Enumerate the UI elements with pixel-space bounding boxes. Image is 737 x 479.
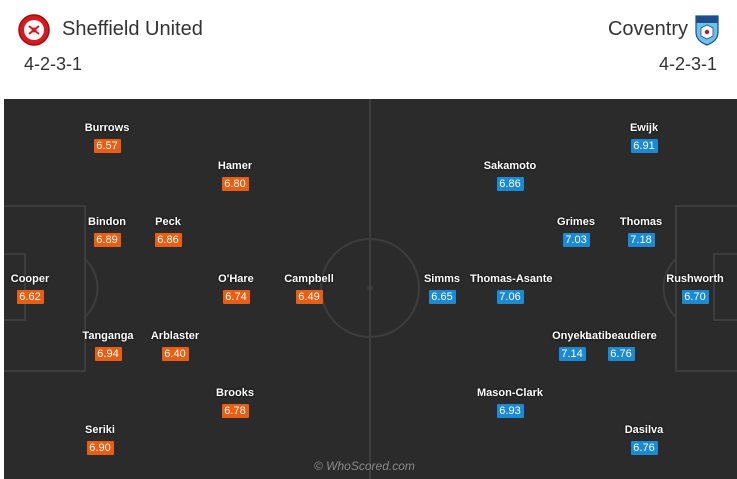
player-rating-badge: 6.86 xyxy=(154,233,182,247)
home-player-bindon[interactable]: Bindon 6.89 xyxy=(67,216,147,248)
home-player-seriki[interactable]: Seriki 6.90 xyxy=(60,424,140,456)
away-player-dasilva[interactable]: Dasilva 6.76 xyxy=(604,424,684,456)
player-rating-badge: 6.90 xyxy=(86,441,114,455)
player-rating-badge: 6.70 xyxy=(681,290,709,304)
player-rating-badge: 6.65 xyxy=(428,290,456,304)
player-name: Thomas-Asante xyxy=(470,273,553,285)
player-rating-badge: 6.94 xyxy=(94,347,122,361)
coventry-crest-icon xyxy=(695,15,719,46)
away-player-mason-clark[interactable]: Mason-Clark 6.93 xyxy=(470,387,550,419)
player-rating-badge: 6.57 xyxy=(93,139,121,153)
player-name: Dasilva xyxy=(624,424,664,436)
away-player-latibeaudiere[interactable]: Latibeaudiere 6.76 xyxy=(581,330,661,362)
home-player-brooks[interactable]: Brooks 6.78 xyxy=(195,387,275,419)
away-player-thomas[interactable]: Thomas 7.18 xyxy=(601,216,681,248)
home-player-tanganga[interactable]: Tanganga 6.94 xyxy=(68,330,148,362)
away-player-rushworth[interactable]: Rushworth 6.70 xyxy=(655,273,735,305)
home-player-cooper[interactable]: Cooper 6.62 xyxy=(4,273,70,305)
home-team-name: Sheffield United xyxy=(62,18,203,40)
player-name: Burrows xyxy=(84,122,130,134)
player-name: Bindon xyxy=(88,216,126,228)
away-player-onyeka[interactable]: Onyeka 7.14 xyxy=(532,330,612,362)
player-name: Rushworth xyxy=(666,273,724,285)
player-name: Onyeka xyxy=(552,330,592,342)
player-name: Tanganga xyxy=(82,330,134,342)
home-player-hamer[interactable]: Hamer 6.80 xyxy=(195,160,275,192)
home-player-arblaster[interactable]: Arblaster 6.40 xyxy=(135,330,215,362)
player-rating-badge: 6.74 xyxy=(222,290,250,304)
sheffield-united-crest-icon xyxy=(18,14,50,46)
player-name: Latibeaudiere xyxy=(585,330,657,342)
center-spot xyxy=(367,285,373,291)
home-formation: 4-2-3-1 xyxy=(24,54,83,74)
player-name: Ewijk xyxy=(629,122,659,134)
away-formation: 4-2-3-1 xyxy=(658,54,717,74)
whoscored-watermark: © WhoScored.com xyxy=(314,459,415,473)
pitch-lines xyxy=(4,99,737,479)
pitch: Burrows 6.57 Hamer 6.80 Bindon 6.89 Peck… xyxy=(4,99,737,479)
player-rating-badge: 6.93 xyxy=(496,404,524,418)
player-name: Mason-Clark xyxy=(476,387,544,399)
player-rating-badge: 7.06 xyxy=(496,290,524,304)
player-rating-badge: 6.86 xyxy=(496,177,524,191)
home-player-peck[interactable]: Peck 6.86 xyxy=(128,216,208,248)
away-player-grimes[interactable]: Grimes 7.03 xyxy=(536,216,616,248)
player-name: Grimes xyxy=(557,216,595,228)
player-rating-badge: 6.76 xyxy=(630,441,658,455)
away-player-ewijk[interactable]: Ewijk 6.91 xyxy=(604,122,684,154)
home-player-ohare[interactable]: O'Hare 6.74 xyxy=(196,273,276,305)
player-name: Campbell xyxy=(284,273,334,285)
player-name: Thomas xyxy=(619,216,663,228)
player-rating-badge: 6.78 xyxy=(221,404,249,418)
player-rating-badge: 7.03 xyxy=(562,233,590,247)
player-rating-badge: 6.40 xyxy=(161,347,189,361)
player-rating-badge: 6.80 xyxy=(221,177,249,191)
player-name: Seriki xyxy=(85,424,115,436)
player-rating-badge: 6.89 xyxy=(93,233,121,247)
away-player-thomas-asante[interactable]: Thomas-Asante 7.06 xyxy=(470,273,553,305)
player-name: Peck xyxy=(155,216,181,228)
player-name: Cooper xyxy=(10,273,50,285)
match-header: Sheffield United 4-2-3-1 Coventry 4-2-3-… xyxy=(0,0,737,96)
home-player-burrows[interactable]: Burrows 6.57 xyxy=(67,122,147,154)
away-team-name: Coventry xyxy=(607,18,688,40)
home-player-campbell[interactable]: Campbell 6.49 xyxy=(269,273,349,305)
player-name: Brooks xyxy=(216,387,254,399)
player-name: Sakamoto xyxy=(483,160,537,172)
player-name: Hamer xyxy=(217,160,253,172)
away-player-simms[interactable]: Simms 6.65 xyxy=(402,273,482,305)
player-rating-badge: 7.18 xyxy=(627,233,655,247)
player-rating-badge: 6.76 xyxy=(607,347,635,361)
player-name: Simms xyxy=(423,273,461,285)
away-player-sakamoto[interactable]: Sakamoto 6.86 xyxy=(470,160,550,192)
player-rating-badge: 6.49 xyxy=(295,290,323,304)
player-rating-badge: 6.91 xyxy=(630,139,658,153)
player-rating-badge: 6.62 xyxy=(16,290,44,304)
player-name: Arblaster xyxy=(150,330,200,342)
player-name: O'Hare xyxy=(218,273,254,285)
player-rating-badge: 7.14 xyxy=(558,347,586,361)
